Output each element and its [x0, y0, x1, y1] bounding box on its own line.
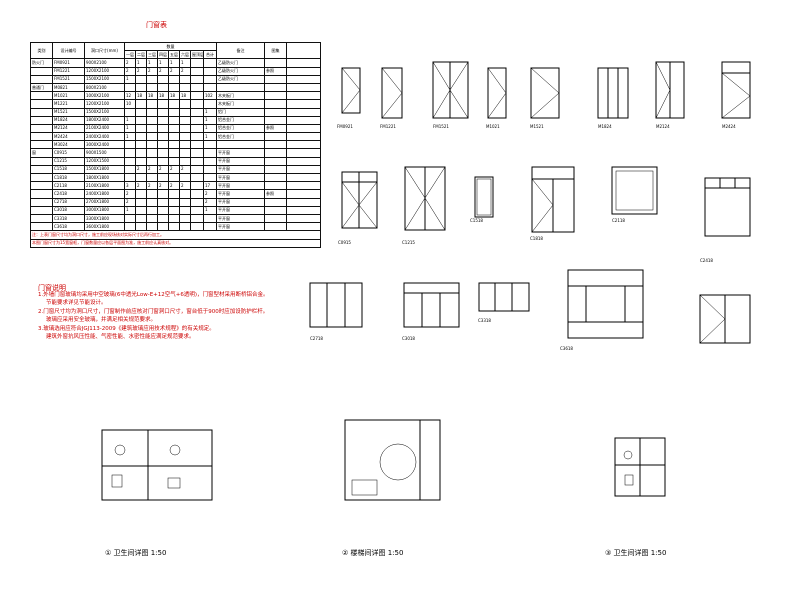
door-elevation-m1521 — [530, 67, 560, 119]
elevation-caption: M2424 — [722, 124, 736, 129]
window-elevation-c2718 — [309, 282, 363, 328]
elevation-caption: FM0921 — [337, 124, 353, 129]
detail-plan-3 — [614, 437, 666, 497]
elevation-caption: M1824 — [598, 124, 612, 129]
door-elevation-fm0921 — [341, 67, 361, 114]
note-2a: 2.门窗尺寸均为洞口尺寸，门窗制作前应核对门窗洞口尺寸，窗台低于900时应加设防… — [38, 309, 269, 315]
door-window-schedule: 类别 设计编号 洞口尺寸(mm) 数量 备注 图集 一层二层三层四层五层六层屋顶… — [30, 41, 321, 248]
elevation-caption: C2118 — [612, 218, 625, 223]
door-elevation-m1021 — [487, 67, 507, 119]
elevation-caption: C1518 — [470, 218, 483, 223]
window-elevation-c1818 — [531, 166, 575, 233]
detail-plan-1 — [101, 429, 213, 501]
elevation-caption: C0915 — [338, 240, 351, 245]
elevation-caption: C3018 — [402, 336, 415, 341]
window-elevation-c3618b — [699, 294, 751, 344]
detail-plan-2 — [344, 419, 441, 501]
window-elevation-c1215 — [404, 166, 446, 231]
door-elevation-m2424 — [721, 61, 751, 119]
door-elevation-m2124 — [655, 61, 685, 119]
window-elevation-c3018 — [403, 282, 460, 328]
note-1b: 节能要求详见节能设计。 — [46, 300, 107, 306]
notes-title: 门窗说明 — [38, 284, 66, 292]
elevation-caption: C2718 — [310, 336, 323, 341]
door-elevation-fm1521 — [432, 61, 469, 119]
window-elevation-c3318 — [478, 282, 530, 312]
table-footnote-2: 本图门窗尺寸为15宽窗框，门窗数量应以各层平面图为准，施工前应认真核对。 — [30, 238, 321, 248]
window-elevation-c2118 — [611, 166, 658, 215]
detail-caption-2: ② 楼梯间详图 1:50 — [342, 548, 403, 557]
note-1a: 1.外墙门窗玻璃均采用中空玻璃(6中透光Low-E+12空气+6透明)，门窗型材… — [38, 292, 269, 298]
elevation-caption: FM1221 — [380, 124, 396, 129]
elevation-caption: C1215 — [402, 240, 415, 245]
detail-caption-3: ③ 卫生间详图 1:50 — [605, 548, 666, 557]
elevation-caption: C3618 — [560, 346, 573, 351]
elevation-caption: C1818 — [530, 236, 543, 241]
elevation-caption: M2124 — [656, 124, 670, 129]
window-elevation-c0915 — [341, 171, 378, 229]
door-elevation-fm1221 — [381, 67, 403, 119]
schedule-title: 门窗表 — [146, 21, 167, 29]
door-elevation-m1824 — [597, 67, 629, 119]
note-2b: 玻璃应采用安全玻璃，并满足相关规范要求。 — [46, 317, 157, 323]
window-elevation-c1518 — [474, 176, 494, 218]
elevation-caption: M1021 — [486, 124, 500, 129]
detail-caption-1: ① 卫生间详图 1:50 — [105, 548, 166, 557]
elevation-caption: C3318 — [478, 318, 491, 323]
elevation-caption: C2418 — [700, 258, 713, 263]
note-3b: 建筑外窗抗风压性能、气密性能、水密性能应满足规范要求。 — [46, 334, 195, 340]
note-3a: 3.玻璃选用应符合JGJ113-2009《建筑玻璃应用技术规程》的有关规定。 — [38, 326, 215, 332]
elevation-caption: FM1521 — [433, 124, 449, 129]
floor-header-row: 一层二层三层四层五层六层屋顶层合计 — [31, 50, 321, 60]
elevation-caption: M1521 — [530, 124, 544, 129]
window-elevation-c2418 — [704, 177, 751, 237]
window-elevation-c3618 — [567, 269, 644, 339]
